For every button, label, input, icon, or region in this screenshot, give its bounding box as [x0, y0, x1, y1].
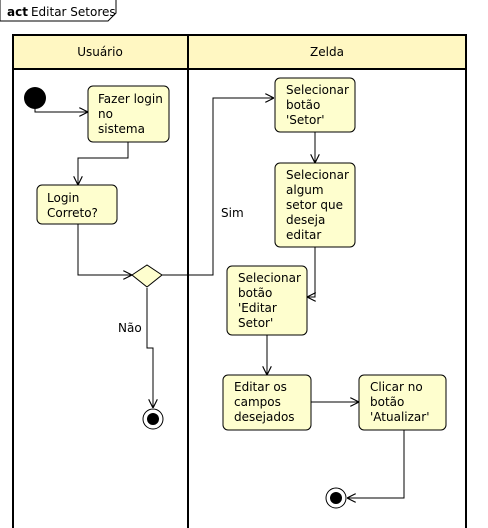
action-editar-campos: Editar os campos desejados — [222, 374, 312, 431]
control-flows — [34, 98, 405, 498]
svg-text:sistema: sistema — [98, 122, 145, 136]
flow-update-to-end — [347, 430, 405, 498]
flow-decision-yes — [162, 98, 274, 276]
end-node-usuario — [142, 408, 164, 430]
svg-text:Selecionar: Selecionar — [286, 83, 349, 97]
action-fazer-login: Fazer login no sistema — [87, 85, 170, 143]
flow-login-to-check — [78, 142, 129, 185]
svg-text:desejados: desejados — [234, 410, 295, 424]
svg-text:Correto?: Correto? — [47, 206, 98, 220]
svg-text:Fazer login: Fazer login — [98, 92, 163, 106]
svg-text:algum: algum — [286, 183, 324, 197]
svg-text:Setor': Setor' — [238, 316, 273, 330]
svg-text:Selecionar: Selecionar — [238, 271, 301, 285]
svg-text:deseja: deseja — [286, 213, 325, 227]
svg-text:Editar os: Editar os — [234, 380, 287, 394]
guard-nao: Não — [118, 321, 142, 335]
decision-node — [131, 264, 163, 288]
action-selecionar-setor: Selecionar algum setor que deseja editar — [274, 162, 356, 248]
svg-text:botão: botão — [238, 286, 272, 300]
flow-check-to-decision — [77, 224, 132, 275]
svg-text:'Editar: 'Editar — [238, 301, 277, 315]
lane-label-usuario: Usuário — [77, 45, 123, 59]
guard-sim: Sim — [221, 206, 244, 220]
action-selecionar-botao-setor: Selecionar botão 'Setor' — [274, 77, 356, 133]
lane-label-zelda: Zelda — [310, 45, 344, 59]
svg-text:'Atualizar': 'Atualizar' — [370, 410, 430, 424]
svg-text:no: no — [98, 107, 113, 121]
action-login-correto: Login Correto? — [36, 184, 118, 225]
svg-text:botão: botão — [286, 98, 320, 112]
flow-select-to-edit-btn — [307, 247, 315, 297]
svg-text:botão: botão — [370, 395, 404, 409]
svg-text:campos: campos — [234, 395, 281, 409]
action-selecionar-botao-editar: Selecionar botão 'Editar Setor' — [226, 265, 308, 336]
svg-text:Selecionar: Selecionar — [286, 168, 349, 182]
end-node-zelda — [325, 487, 347, 509]
flow-decision-no — [146, 288, 153, 408]
action-clicar-atualizar: Clicar no botão 'Atualizar' — [358, 374, 447, 431]
svg-text:'Setor': 'Setor' — [286, 113, 325, 127]
start-node — [24, 87, 46, 109]
svg-text:Clicar no: Clicar no — [370, 380, 423, 394]
svg-text:editar: editar — [286, 228, 321, 242]
swimlanes: Usuário Zelda — [12, 34, 467, 528]
svg-text:setor que: setor que — [286, 198, 343, 212]
svg-text:Login: Login — [47, 191, 79, 205]
